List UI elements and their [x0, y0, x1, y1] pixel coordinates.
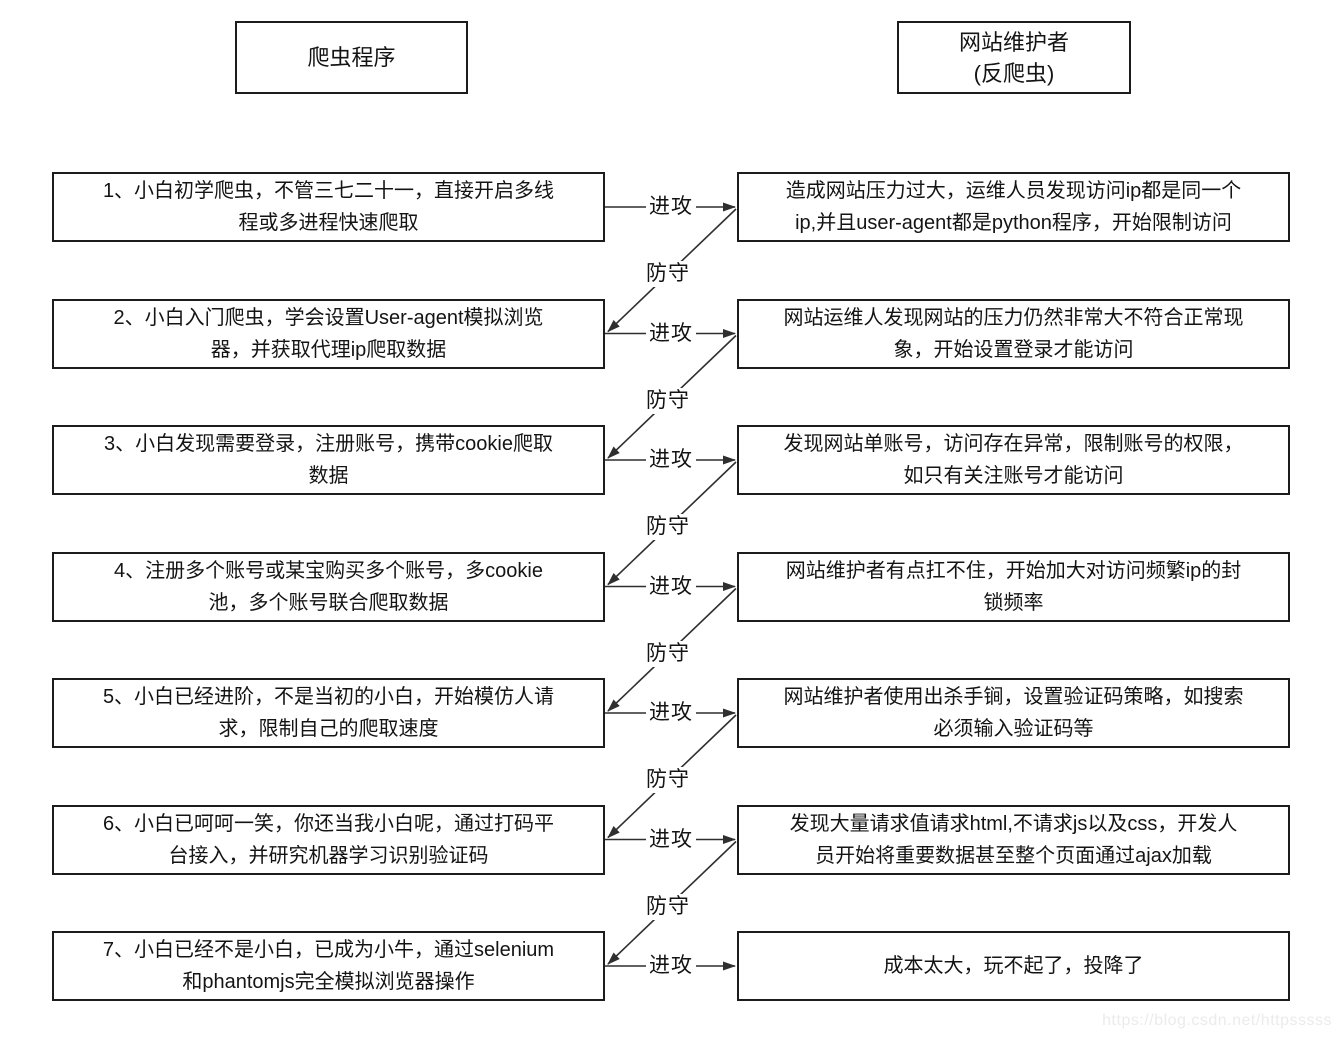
maintainer-response-box: 发现网站单账号，访问存在异常，限制账号的权限， 如只有关注账号才能访问 — [737, 425, 1290, 495]
defense-label: 防守 — [643, 893, 693, 920]
attack-label: 进攻 — [646, 700, 696, 726]
crawler-step-box: 1、小白初学爬虫，不管三七二十一，直接开启多线 程或多进程快速爬取 — [52, 172, 605, 242]
crawler-step-box: 5、小白已经进阶，不是当初的小白，开始模仿人请 求，限制自己的爬取速度 — [52, 678, 605, 748]
defense-label: 防守 — [643, 261, 693, 287]
maintainer-response-box: 网站维护者有点扛不住，开始加大对访问频繁ip的封 锁频率 — [737, 551, 1290, 622]
watermark-text: https://blog.csdn.net/httpsssss — [1102, 1012, 1332, 1029]
attack-label: 进攻 — [646, 447, 696, 473]
crawler-step-box: 2、小白入门爬虫，学会设置User-agent模拟浏览 器，并获取代理ip爬取数… — [52, 298, 605, 369]
defense-label: 防守 — [643, 767, 693, 793]
maintainer-response-box: 成本太大，玩不起了，投降了 — [737, 931, 1290, 1001]
crawler-step-box: 4、注册多个账号或某宝购买多个账号，多cookie 池，多个账号联合爬取数据 — [52, 551, 605, 622]
attack-label: 进攻 — [646, 194, 696, 220]
crawler-step-box: 6、小白已呵呵一笑，你还当我小白呢，通过打码平 台接入，并研究机器学习识别验证码 — [52, 804, 605, 875]
crawler-step-box: 7、小白已经不是小白，已成为小牛，通过selenium 和phantomjs完全… — [52, 931, 605, 1001]
maintainer-response-box: 发现大量请求值请求html,不请求js以及css，开发人 员开始将重要数据甚至整… — [737, 804, 1290, 875]
attack-label: 进攻 — [646, 573, 696, 600]
attack-label: 进攻 — [646, 953, 696, 979]
maintainer-response-box: 网站维护者使用出杀手锏，设置验证码策略，如搜索 必须输入验证码等 — [737, 678, 1290, 748]
crawler-title-box: 爬虫程序 — [235, 21, 468, 94]
attack-label: 进攻 — [646, 826, 696, 853]
maintainer-title-box: 网站维护者 (反爬虫) — [897, 21, 1131, 94]
maintainer-response-box: 网站运维人发现网站的压力仍然非常大不符合正常现 象，开始设置登录才能访问 — [737, 298, 1290, 369]
crawler-step-box: 3、小白发现需要登录，注册账号，携带cookie爬取 数据 — [52, 425, 605, 495]
defense-label: 防守 — [643, 640, 693, 667]
maintainer-response-box: 造成网站压力过大，运维人员发现访问ip都是同一个 ip,并且user-agent… — [737, 172, 1290, 242]
attack-label: 进攻 — [646, 320, 696, 347]
defense-label: 防守 — [643, 514, 693, 540]
defense-label: 防守 — [643, 387, 693, 414]
